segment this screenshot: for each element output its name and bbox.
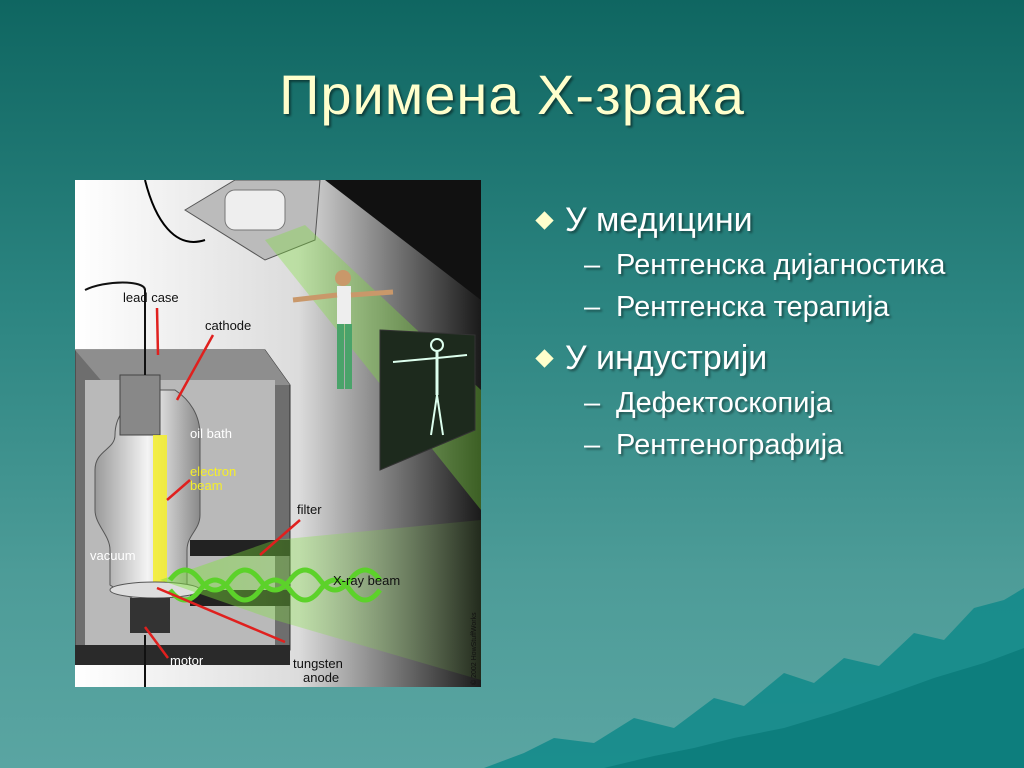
slide-title: Примена X-зрака [279, 63, 745, 126]
xray-emitter-top [144, 180, 321, 261]
xray-screen [379, 329, 476, 471]
person-figure [292, 270, 394, 389]
diamond-bullet-icon [535, 211, 554, 230]
label-lead-case: lead case [123, 290, 179, 305]
xray-wave-1 [168, 567, 382, 593]
sub-bullet-diagnostics: –Рентгенска дијагностика [584, 249, 946, 281]
label-xray-beam: X-ray beam [333, 573, 400, 588]
label-electron: electron [190, 464, 236, 479]
label-cathode: cathode [205, 318, 251, 333]
label-oil-bath: oil bath [190, 426, 232, 441]
xray-tube-illustration: lead case cathode oil bath electron beam… [75, 180, 481, 687]
label-motor: motor [170, 653, 204, 668]
mountain-background-decoration [484, 588, 1024, 768]
label-copyright: © 2002 HowStuffWorks [470, 612, 478, 685]
bullet-industry: У индустрији [532, 336, 1002, 380]
label-beam: beam [190, 478, 223, 493]
diamond-bullet-icon [535, 349, 554, 368]
sub-bullet-defectoscopy: –Дефектоскопија [584, 387, 832, 419]
sub-bullet-therapy: –Рентгенска терапија [584, 291, 890, 323]
label-arrows [143, 307, 301, 659]
xray-wave-2 [168, 577, 382, 603]
label-vacuum: vacuum [90, 548, 136, 563]
bullet-list: У медицини –Рентгенска дијагностика –Рен… [532, 192, 1002, 464]
sub-bullet-radiography: –Рентгенографија [584, 429, 844, 461]
bullet-medicine: У медицини [532, 198, 1002, 242]
label-tungsten: tungsten [293, 656, 343, 671]
xray-tube [84, 281, 201, 687]
label-filter: filter [297, 502, 322, 517]
label-anode: anode [303, 670, 339, 685]
